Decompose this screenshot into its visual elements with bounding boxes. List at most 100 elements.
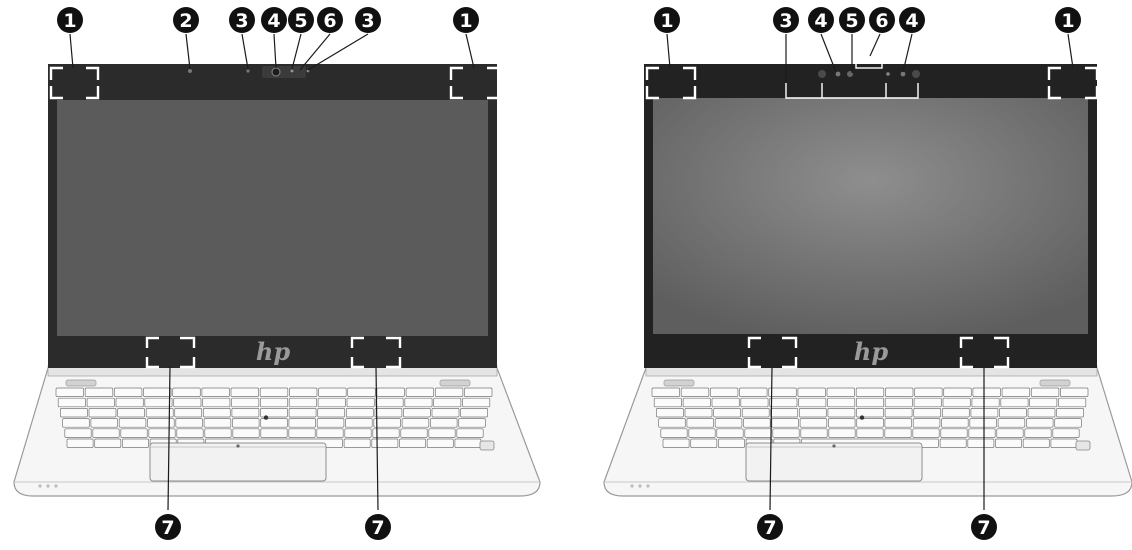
keyboard-key: [67, 439, 93, 448]
keyboard-key: [1026, 419, 1053, 428]
left-camera-light-2: [291, 70, 294, 73]
keyboard-key: [828, 408, 855, 417]
keyboard-key: [348, 388, 376, 397]
svg-text:6: 6: [875, 10, 888, 32]
keyboard-key: [459, 419, 486, 428]
keyboard-key: [457, 429, 483, 438]
keyboard-key: [654, 398, 681, 407]
keyboard-key: [203, 398, 230, 407]
keyboard-key: [148, 419, 175, 428]
keyboard-key: [968, 439, 994, 448]
keyboard-key: [683, 398, 710, 407]
callout-marker: 7: [971, 514, 997, 540]
keyboard-key: [203, 408, 230, 417]
keyboard-key: [913, 419, 940, 428]
svg-text:1: 1: [1061, 10, 1074, 32]
svg-text:1: 1: [459, 10, 472, 32]
keyboard-key: [65, 429, 91, 438]
keyboard-key: [770, 398, 797, 407]
keyboard-key: [89, 408, 116, 417]
keyboard-key: [1060, 388, 1088, 397]
keyboard-key: [403, 408, 430, 417]
keyboard-key: [289, 408, 316, 417]
keyboard-key: [400, 439, 426, 448]
keyboard-key: [261, 408, 288, 417]
keyboard-key: [1051, 439, 1077, 448]
keyboard-key: [377, 388, 405, 397]
keyboard-key: [405, 398, 432, 407]
callout-marker: 1: [453, 7, 479, 33]
keyboard-key: [1057, 408, 1084, 417]
keyboard-key: [95, 439, 121, 448]
keyboard-key: [885, 429, 911, 438]
callout-marker: 3: [355, 7, 381, 33]
keyboard-key: [687, 419, 714, 428]
left-ambient-light-sensor: [188, 69, 192, 73]
keyboard-key: [741, 398, 768, 407]
keyboard-key: [659, 419, 686, 428]
right-display-screen: [653, 98, 1088, 334]
keyboard-key: [317, 429, 343, 438]
keyboard-key: [799, 408, 826, 417]
keyboard-key: [429, 429, 455, 438]
keyboard-key: [1001, 398, 1028, 407]
callout-marker: 4: [808, 7, 834, 33]
keyboard-key: [401, 429, 427, 438]
keyboard-key: [801, 429, 827, 438]
keyboard-key: [319, 388, 347, 397]
svg-text:3: 3: [235, 10, 248, 32]
svg-text:1: 1: [63, 10, 76, 32]
keyboard-key: [714, 408, 741, 417]
keyboard-key: [231, 388, 259, 397]
keyboard-key: [233, 429, 259, 438]
keyboard-key: [173, 388, 201, 397]
keyboard-key: [1025, 429, 1051, 438]
keyboard-key: [656, 408, 683, 417]
callout-marker: 2: [173, 7, 199, 33]
keyboard-key: [915, 388, 943, 397]
right-laptop: hp: [604, 34, 1132, 510]
keyboard-key: [773, 429, 799, 438]
callout-marker: 5: [288, 7, 314, 33]
keyboard-key: [347, 398, 374, 407]
keyboard-key: [1053, 429, 1079, 438]
keyboard-key: [744, 419, 771, 428]
keyboard-key: [973, 388, 1001, 397]
keyboard-key: [1023, 439, 1049, 448]
keyboard-key: [374, 419, 401, 428]
keyboard-key: [944, 388, 972, 397]
keyboard-key: [346, 419, 373, 428]
left-laptop: hp: [14, 34, 540, 510]
svg-text:3: 3: [361, 10, 374, 32]
callout-marker: 4: [261, 7, 287, 33]
keyboard-key: [941, 429, 967, 438]
keyboard-key: [829, 429, 855, 438]
keyboard-key: [828, 419, 855, 428]
callout-marker: 1: [57, 7, 83, 33]
keyboard-key: [91, 419, 118, 428]
keyboard-key: [402, 419, 429, 428]
keyboard-key: [885, 419, 912, 428]
keyboard-key: [174, 398, 201, 407]
svg-text:4: 4: [905, 10, 918, 32]
keyboard-key: [176, 419, 203, 428]
keyboard-key: [942, 408, 969, 417]
keyboard-key: [1030, 398, 1057, 407]
svg-text:5: 5: [294, 10, 307, 32]
keyboard-key: [119, 419, 146, 428]
keyboard-key: [685, 408, 712, 417]
keyboard-key: [943, 398, 970, 407]
keyboard-key: [828, 398, 855, 407]
keyboard-key: [261, 429, 287, 438]
keyboard-key: [661, 429, 687, 438]
keyboard-key: [742, 408, 769, 417]
keyboard-key: [1002, 388, 1030, 397]
keyboard-key: [970, 419, 997, 428]
keyboard-key: [434, 398, 461, 407]
keyboard-key: [114, 388, 142, 397]
keyboard-key: [60, 408, 87, 417]
right-touchpad: [746, 443, 922, 481]
keyboard-key: [435, 388, 463, 397]
keyboard-key: [800, 419, 827, 428]
keyboard-key: [772, 419, 799, 428]
